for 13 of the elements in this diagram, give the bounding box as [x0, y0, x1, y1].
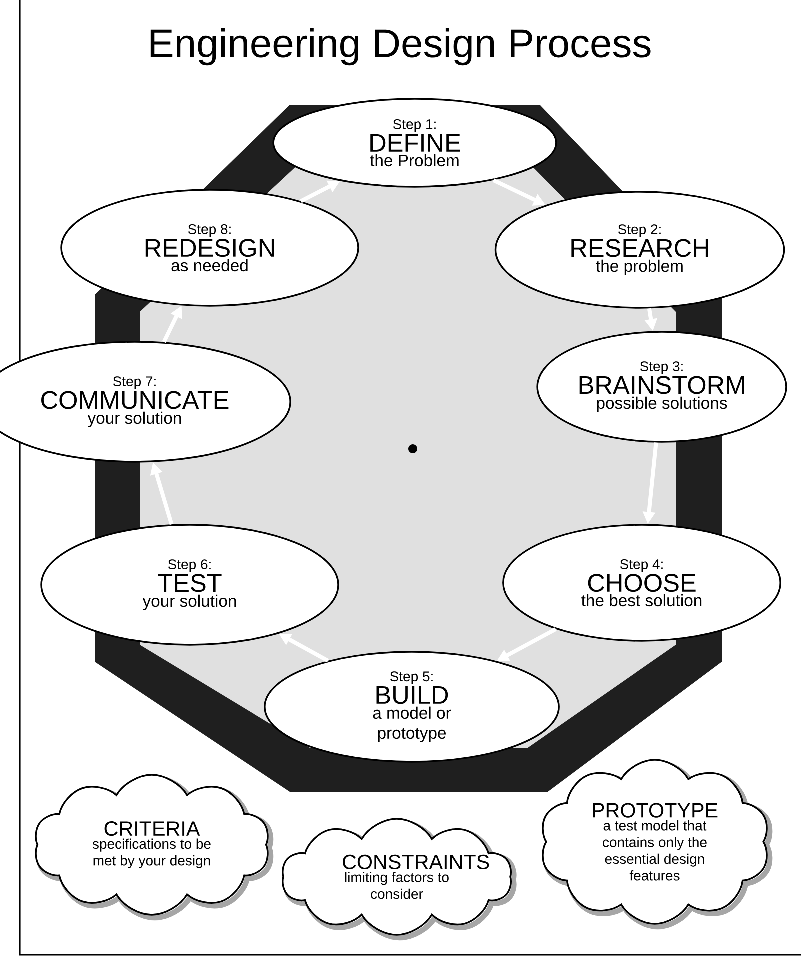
- node-label: CHOOSE: [588, 574, 696, 592]
- node-label: the problem: [596, 260, 683, 276]
- node-label: Step 4:: [620, 559, 663, 572]
- node-label: the best solution: [582, 594, 702, 607]
- definition-cloud: CRITERIA specifications to be met by your design: [35, 774, 274, 921]
- definition-cloud: PROTOTYPE a test model that contains only the essential design features: [542, 759, 773, 930]
- title: Engineering Design Process: [150, 28, 651, 66]
- node-label: BRAINSTORM: [580, 376, 744, 394]
- node-label: possible solutions: [597, 396, 728, 412]
- node-label: Step 2:: [618, 224, 661, 238]
- node-label: RESEARCH: [572, 239, 708, 258]
- definition-cloud: CONSTRAINTS limiting factors to consider: [282, 818, 517, 941]
- node-label: Step 3:: [640, 362, 683, 374]
